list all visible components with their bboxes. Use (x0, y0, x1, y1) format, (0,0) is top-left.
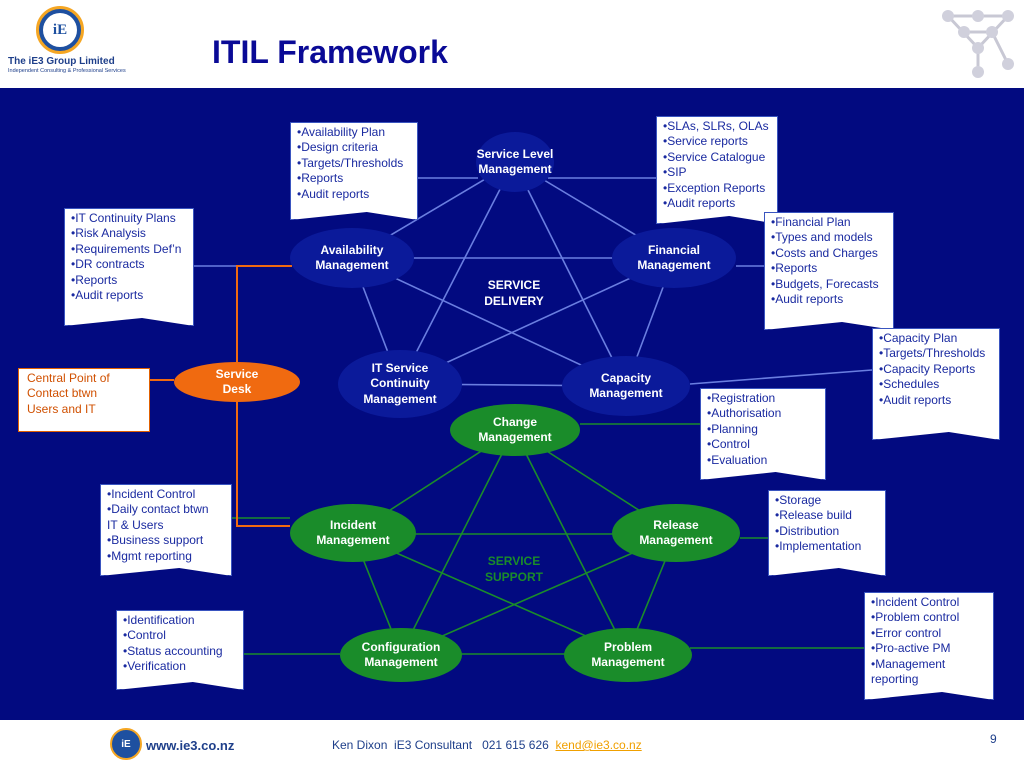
contact-text: Ken Dixon iE3 Consultant 021 615 626 (332, 738, 556, 752)
configuration-deliverables-note: •Identification•Control•Status accountin… (116, 610, 244, 690)
release-deliverables-note: •Storage•Release build•Distribution•Impl… (768, 490, 886, 576)
footer-contact: Ken Dixon iE3 Consultant 021 615 626 ken… (332, 738, 642, 752)
problem-deliverables-note: •Incident Control•Problem control•Error … (864, 592, 994, 700)
network-dots-icon (942, 10, 1014, 78)
slide-footer: iE www.ie3.co.nz Ken Dixon iE3 Consultan… (0, 720, 1024, 768)
capacity-deliverables-note: •Capacity Plan•Targets/Thresholds•Capaci… (872, 328, 1000, 440)
company-name: The iE3 Group Limited (8, 56, 115, 67)
change-deliverables-note: •Registration•Authorisation•Planning•Con… (700, 388, 826, 480)
support-line (400, 429, 515, 655)
ie3-logo-icon: iE (110, 728, 142, 760)
slide-title: ITIL Framework (212, 34, 448, 70)
delivery-line (513, 161, 627, 387)
support-line (513, 429, 628, 655)
service-level-deliverables-note: •SLAs, SLRs, OLAs•Service reports•Servic… (656, 116, 778, 224)
page-number: 9 (990, 732, 997, 746)
ie3-logo-icon: iE (36, 6, 84, 54)
availability-deliverables-note: •Availability Plan•Design criteria•Targe… (290, 122, 418, 220)
logo-text: iE (43, 13, 77, 47)
support-line (352, 533, 628, 655)
company-tagline: Independent Consulting & Professional Se… (8, 68, 126, 74)
slide-header: iE The iE3 Group Limited Independent Con… (0, 0, 1024, 88)
email-link[interactable]: kend@ie3.co.nz (555, 738, 642, 752)
delivery-line (399, 161, 515, 385)
note-connector (689, 369, 873, 385)
website-link[interactable]: www.ie3.co.nz (146, 738, 235, 753)
financial-deliverables-note: •Financial Plan•Types and models•Costs a… (764, 212, 894, 330)
support-line (400, 533, 677, 655)
it-continuity-deliverables-note: •IT Continuity Plans•Risk Analysis•Requi… (64, 208, 194, 326)
